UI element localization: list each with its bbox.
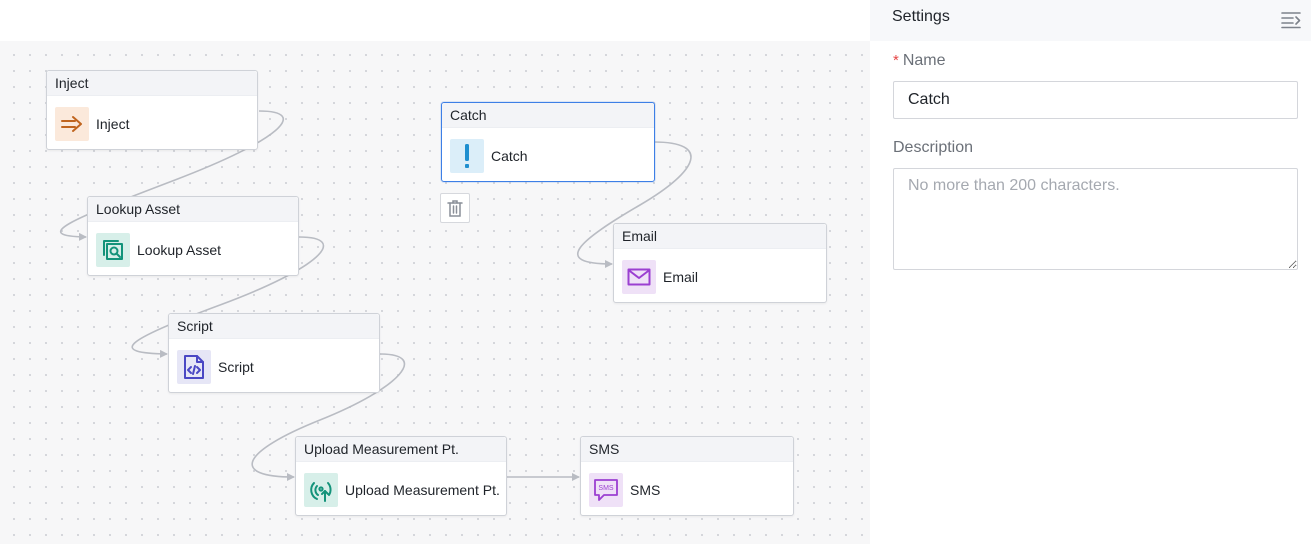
name-label-text: Name [902,52,946,69]
sms-icon: SMS [589,473,623,507]
sms-icon-text: SMS [598,485,614,492]
node-label: Email [663,269,699,285]
inject-arrow-icon [55,107,89,141]
node-title: Email [614,224,826,249]
settings-header: Settings [870,0,1311,41]
flow-node-catch[interactable]: Catch Catch [441,102,655,182]
settings-panel: Settings *Name Description [870,0,1311,544]
node-label: SMS [630,482,661,498]
node-title: Script [169,314,379,339]
trash-icon [447,200,463,217]
flow-node-upload-measurement[interactable]: Upload Measurement Pt. Upload Measuremen… [295,436,507,516]
email-envelope-icon [622,260,656,294]
collapse-panel-button[interactable] [1281,11,1301,29]
required-mark: * [893,52,899,69]
settings-title: Settings [892,8,950,25]
upload-measurement-icon [304,473,338,507]
node-title: Upload Measurement Pt. [296,437,506,462]
node-label: Inject [96,116,130,132]
node-label: Lookup Asset [137,242,222,258]
script-code-icon [177,350,211,384]
node-title: Inject [47,71,257,96]
canvas-toolbar [0,0,870,41]
flow-node-script[interactable]: Script Script [168,313,380,393]
flow-node-lookup-asset[interactable]: Lookup Asset Lookup Asset [87,196,299,276]
node-title: Catch [442,103,654,128]
node-title: SMS [581,437,793,462]
flow-node-inject[interactable]: Inject Inject [46,70,258,150]
collapse-panel-icon [1281,12,1301,29]
name-field-label: *Name [893,52,946,70]
description-textarea[interactable] [893,168,1298,270]
description-field-label: Description [893,139,974,156]
lookup-asset-icon [96,233,130,267]
flow-node-sms[interactable]: SMS SMS SMS [580,436,794,516]
catch-exclamation-icon [450,139,484,173]
node-label: Catch [491,148,528,164]
flow-node-email[interactable]: Email Email [613,223,827,303]
node-label: Upload Measurement Pt. [345,482,500,498]
delete-node-button[interactable] [440,193,470,223]
node-label: Script [218,359,254,375]
node-title: Lookup Asset [88,197,298,222]
name-input[interactable] [893,81,1298,119]
